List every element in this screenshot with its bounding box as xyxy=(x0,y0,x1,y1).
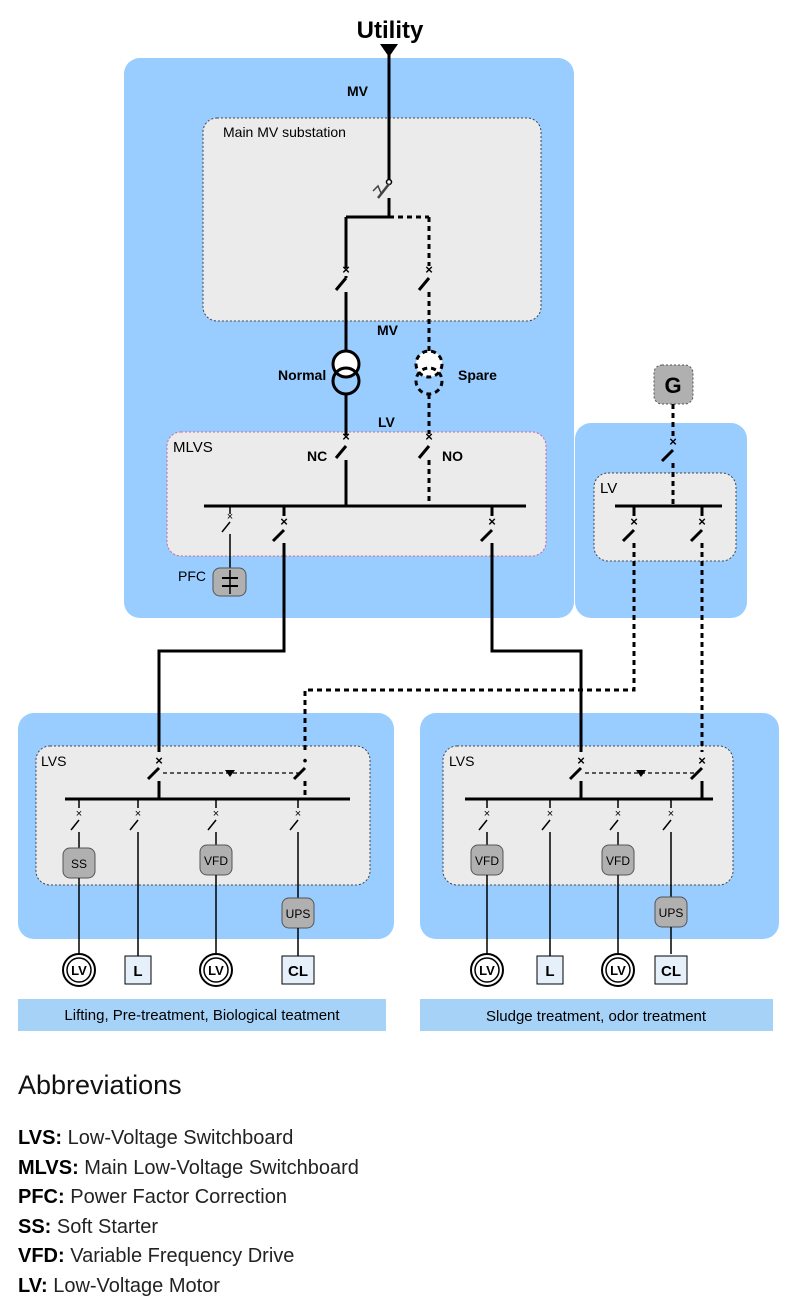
caption-right-bar xyxy=(420,999,773,1031)
left-load-3 xyxy=(281,955,315,985)
device-ups-right-label: UPS xyxy=(659,906,684,920)
mlvs-box xyxy=(166,431,547,557)
generator-label: G xyxy=(664,373,681,398)
main-mv-substation-label: Main MV substation xyxy=(223,124,346,140)
lvs-left-incomers: × • xyxy=(65,753,350,801)
abbreviation-definition: Main Low-Voltage Switchboard xyxy=(78,1156,359,1179)
abbreviation-definition: Power Factor Correction xyxy=(64,1186,287,1208)
breaker-mark: × xyxy=(295,808,301,820)
right-load-3 xyxy=(654,955,688,985)
no-label: NO xyxy=(442,448,463,464)
svg-text:×: × xyxy=(425,429,433,444)
right-load-1 xyxy=(536,955,564,985)
normal-label: Normal xyxy=(278,367,326,383)
nc-label: NC xyxy=(307,448,327,464)
mlvs-label: MLVS xyxy=(173,439,213,456)
svg-text:×: × xyxy=(698,753,706,768)
breaker-mark: × xyxy=(615,808,621,820)
svg-text:×: × xyxy=(280,514,288,529)
left-load-0-label: LV xyxy=(71,963,87,978)
right-load-0-label: LV xyxy=(479,963,495,978)
lvs-right-box xyxy=(442,745,734,886)
lvs-feeders: × × × × SS VFD UPS LV L LV CL × × × × VFD VFD UPS LV L LV CL xyxy=(62,799,688,987)
gen-lv-label: LV xyxy=(600,480,617,497)
left-load-3-label: CL xyxy=(288,963,308,980)
abbreviation-definition: Soft Starter xyxy=(51,1215,159,1238)
device-vfd-right-2-label: VFD xyxy=(606,854,630,868)
abbreviations-title: Abbreviations xyxy=(18,1070,182,1100)
device-ups-label: UPS xyxy=(286,907,311,921)
left-load-1-label: L xyxy=(133,963,142,980)
lvs-left-label: LVS xyxy=(41,753,66,769)
left-load-1 xyxy=(124,955,152,985)
lvs-left-box xyxy=(35,745,371,886)
abbreviation-term: MLVS: xyxy=(18,1156,79,1179)
generator: G × × × xyxy=(303,364,722,752)
svg-text:×: × xyxy=(425,262,433,277)
lv-label-mid: LV xyxy=(378,414,396,430)
breaker-mark: × xyxy=(484,808,490,820)
svg-text:×: × xyxy=(669,434,677,449)
abbreviation-item: PFC: Power Factor Correction xyxy=(18,1183,359,1213)
single-line-diagram: .w { stroke: #000; stroke-width: 3; fill… xyxy=(18,17,779,1031)
breaker-mark: × xyxy=(135,808,141,820)
svg-text:×: × xyxy=(488,514,496,529)
right-load-3-label: CL xyxy=(661,963,681,980)
abbreviation-term: VFD: xyxy=(18,1245,65,1267)
normal-mv-branch: × × xyxy=(331,217,361,506)
abbreviation-item: VFD: Variable Frequency Drive xyxy=(18,1242,359,1272)
mv-label-mid: MV xyxy=(377,322,399,338)
abbreviation-item: LVS: Low-Voltage Switchboard xyxy=(18,1124,359,1154)
mlvs-busbar: × × × xyxy=(157,504,583,752)
svg-text:×: × xyxy=(698,514,706,529)
svg-text:•: • xyxy=(303,753,308,768)
abbreviation-definition: Low-Voltage Switchboard xyxy=(62,1127,294,1149)
abbreviation-item: SS: Soft Starter xyxy=(18,1213,359,1243)
abbreviation-item: LV: Low-Voltage Motor xyxy=(18,1272,359,1302)
device-vfd-right-1-label: VFD xyxy=(475,854,499,868)
breaker-mark: × xyxy=(76,808,82,820)
abbreviation-item: MLVS: Main Low-Voltage Switchboard xyxy=(18,1154,359,1184)
svg-text:×: × xyxy=(342,429,350,444)
caption-left: Lifting, Pre-treatment, Biological teatm… xyxy=(64,1007,340,1024)
spare-label: Spare xyxy=(458,367,497,383)
abbreviation-term: SS: xyxy=(18,1215,52,1238)
breaker-mark: × xyxy=(547,808,553,820)
pfc-capacitor xyxy=(212,567,247,597)
breaker-mark: × xyxy=(213,808,219,820)
utility-feed xyxy=(346,44,429,219)
svg-text:×: × xyxy=(630,514,638,529)
mv-label-top: MV xyxy=(347,83,369,99)
abbreviation-term: LV: xyxy=(18,1274,48,1297)
svg-text:×: × xyxy=(342,262,350,277)
device-vfd-label: VFD xyxy=(204,854,228,868)
device-ss-label: SS xyxy=(71,857,87,871)
svg-text:×: × xyxy=(577,753,585,768)
abbreviation-definition: Variable Frequency Drive xyxy=(64,1245,295,1267)
abbreviation-term: LVS: xyxy=(18,1127,63,1149)
left-load-2-label: LV xyxy=(208,963,224,978)
spare-mv-branch: × × xyxy=(414,217,444,506)
main-mv-substation-box xyxy=(202,117,542,322)
abbreviation-term: PFC: xyxy=(18,1186,65,1208)
caption-left-bar xyxy=(18,999,386,1031)
caption-right: Sludge treatment, odor treatment xyxy=(486,1008,707,1025)
breaker-mark: × xyxy=(668,808,674,820)
svg-text:×: × xyxy=(155,753,163,768)
abbreviation-definition: Low-Voltage Motor xyxy=(47,1274,220,1297)
lvs-right-label: LVS xyxy=(449,753,474,769)
svg-text:×: × xyxy=(227,511,233,523)
right-load-2-label: LV xyxy=(610,963,626,978)
utility-label: Utility xyxy=(357,17,424,44)
gen-lv-box xyxy=(593,472,737,562)
right-load-1-label: L xyxy=(545,963,554,980)
pfc-label: PFC xyxy=(178,568,206,584)
